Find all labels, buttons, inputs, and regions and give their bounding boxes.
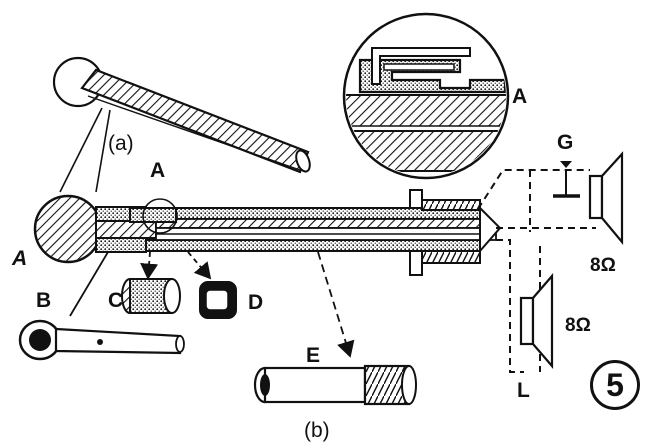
figure-number: 5 (606, 367, 624, 403)
part-b-pin (18, 319, 185, 361)
label-d: D (248, 291, 264, 314)
label-a-inset: A (512, 85, 528, 108)
caption-a: (a) (108, 132, 134, 155)
label-l: L (517, 379, 530, 402)
arrow-to-d (187, 251, 212, 280)
label-a-middle: A (150, 159, 166, 182)
label-e: E (306, 344, 321, 367)
speaker-top (588, 151, 624, 246)
part-d-nut (199, 281, 237, 319)
label-b: B (36, 289, 52, 312)
part-e-sleeve (253, 364, 417, 406)
label-g: G (557, 131, 574, 154)
label-c: C (108, 289, 124, 312)
detail-a-rod (52, 56, 311, 174)
label-ohm-top: 8Ω (590, 255, 616, 276)
plug-assembly (33, 189, 502, 276)
arrow-to-c (140, 251, 159, 280)
speaker-wiring (477, 161, 596, 373)
speaker-bottom (519, 273, 554, 369)
arrow-to-e (317, 251, 355, 358)
label-ohm-bottom: 8Ω (565, 315, 591, 336)
caption-b: (b) (304, 419, 330, 442)
label-a-left: A (12, 247, 28, 270)
leader-line-a1 (59, 107, 103, 193)
arrow-to-b (69, 251, 109, 317)
figure-number-badge: 5 (590, 360, 640, 410)
part-c-insulator (121, 278, 181, 314)
inset-magnifier (342, 12, 510, 180)
leader-line-a2 (95, 109, 111, 193)
